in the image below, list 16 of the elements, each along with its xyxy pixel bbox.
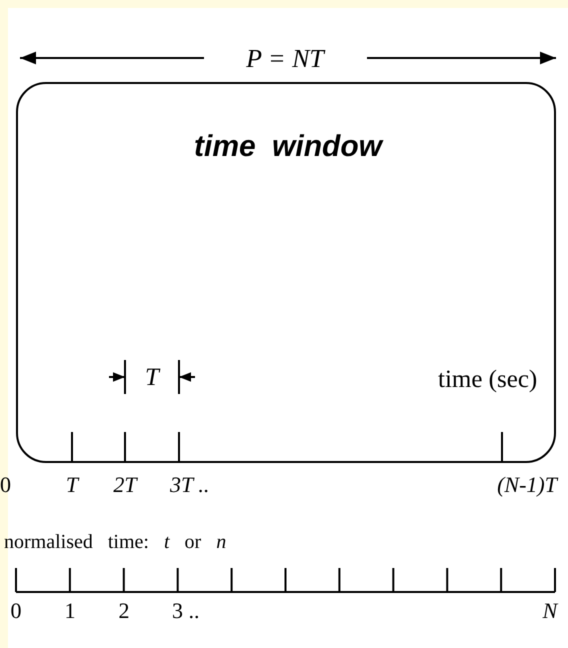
- tick-label: 2: [118, 600, 130, 622]
- tick-label: 0: [0, 474, 11, 496]
- tick-label: 0: [10, 600, 22, 622]
- window-title: time window: [194, 132, 382, 162]
- tick-label: 3 ..: [172, 600, 200, 622]
- tick-label: T: [66, 474, 78, 496]
- dimension-label: T: [145, 365, 159, 390]
- axis-label: time (sec): [438, 367, 538, 392]
- axis-caption: normalised time: t or n: [4, 532, 226, 552]
- tick-label: 3T ..: [170, 474, 210, 496]
- rounded-box: [16, 82, 556, 463]
- tick-label: 1: [64, 600, 76, 622]
- tick-label: N: [542, 600, 558, 622]
- tick-label: (N-1)T: [497, 474, 557, 496]
- tick-label: 2T: [113, 474, 137, 496]
- dimension-label: P = NT: [246, 46, 324, 72]
